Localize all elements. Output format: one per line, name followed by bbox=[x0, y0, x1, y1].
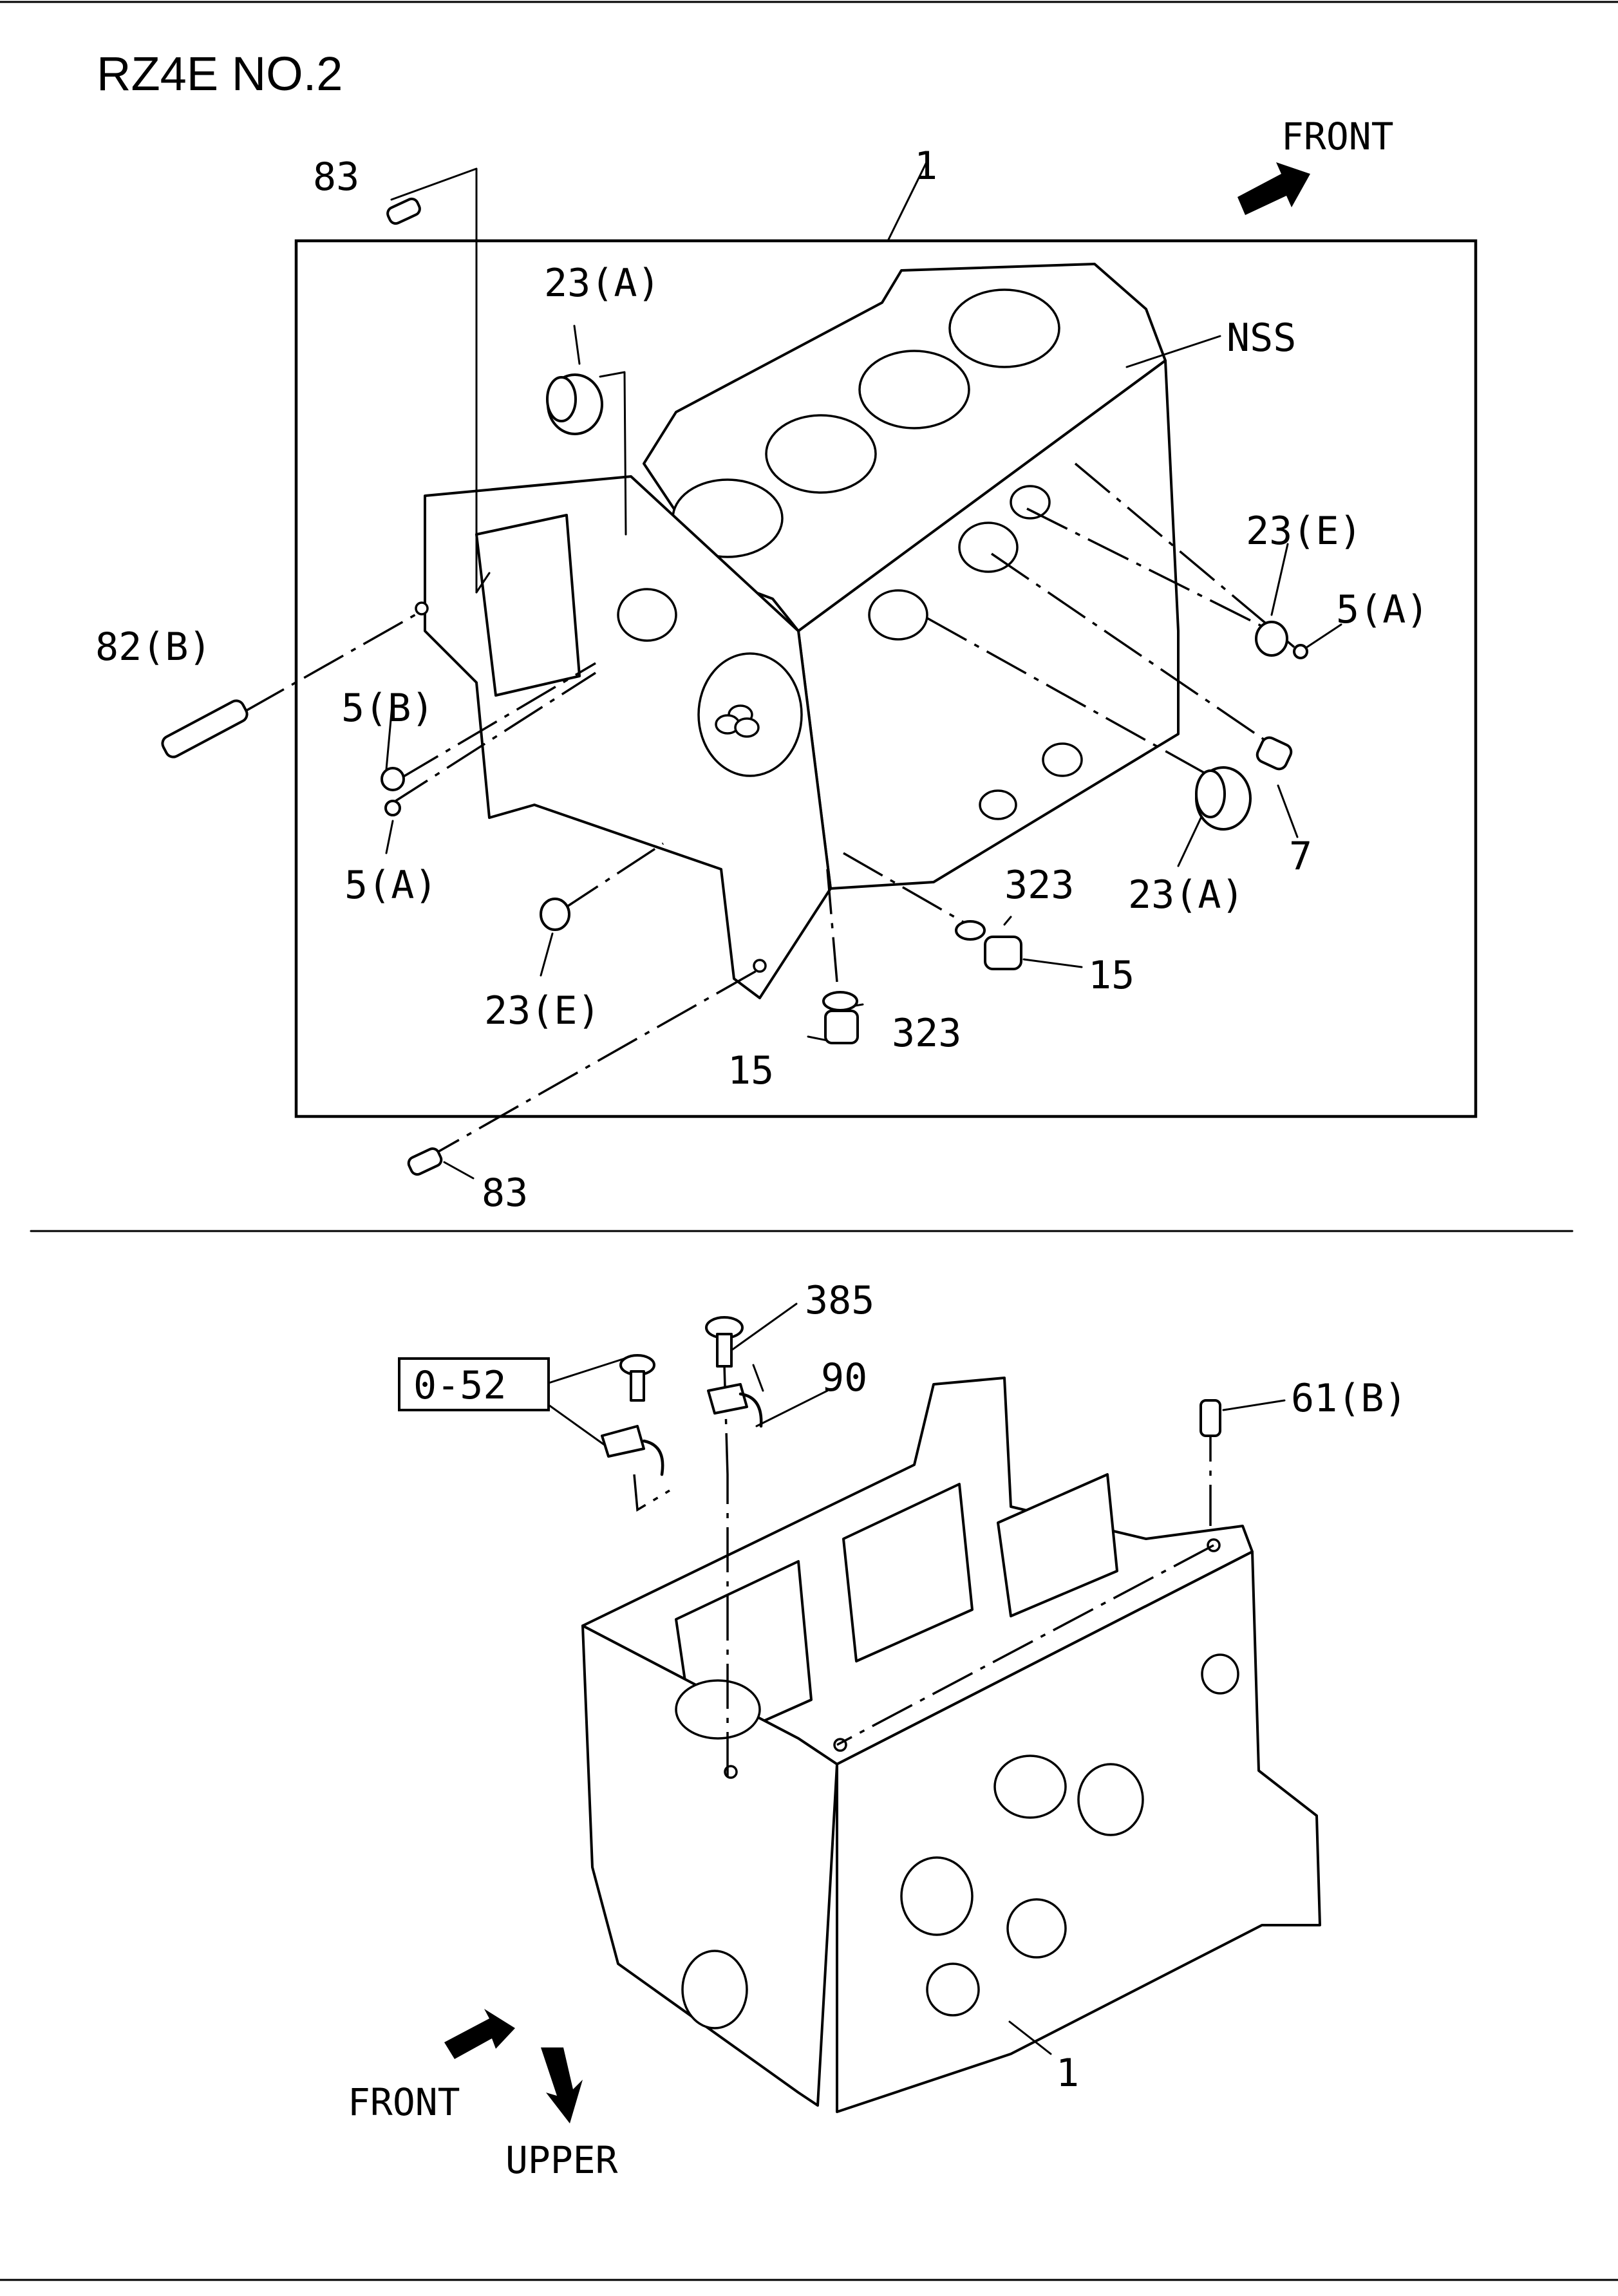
callout-15-right: 15 bbox=[1088, 953, 1134, 998]
side-port-3 bbox=[1010, 485, 1051, 520]
upper-arrow-icon bbox=[541, 2047, 583, 2123]
callout-1-top: 1 bbox=[914, 144, 937, 189]
bolt-385 bbox=[705, 1316, 744, 1368]
callout-5a-right: 5(A) bbox=[1336, 587, 1429, 632]
callout-61b: 61(B) bbox=[1291, 1376, 1407, 1421]
callout-23e-right: 23(E) bbox=[1246, 509, 1362, 554]
front-label-top: FRONT bbox=[1281, 115, 1394, 158]
ref-box-0-52[interactable] bbox=[398, 1357, 550, 1411]
callout-90: 90 bbox=[821, 1355, 867, 1400]
fitting-7 bbox=[1256, 736, 1293, 771]
ref-box-label: 0-52 bbox=[413, 1363, 507, 1408]
wall-port-4 bbox=[900, 1856, 974, 1936]
washer-323-right bbox=[955, 920, 986, 941]
dowel-pin-83-bottom bbox=[407, 1147, 443, 1176]
assembly-frame bbox=[294, 239, 1478, 1118]
callout-1-bottom: 1 bbox=[1056, 2051, 1079, 2096]
plug-15-right bbox=[984, 936, 1022, 970]
front-flange-opening bbox=[475, 514, 581, 697]
callout-82b: 82(B) bbox=[95, 625, 212, 670]
callout-83-top: 83 bbox=[313, 155, 359, 200]
bottom-view: 0-52 385 90 61(B) 1 FRONT UPPER bbox=[348, 1278, 1407, 2182]
front-arrow-icon bbox=[1237, 162, 1310, 215]
bore-4 bbox=[948, 288, 1060, 368]
plug-23a-top bbox=[546, 373, 603, 435]
upper-label: UPPER bbox=[505, 2138, 618, 2182]
callout-5a-left: 5(A) bbox=[344, 863, 438, 908]
callout-5b: 5(B) bbox=[341, 686, 435, 731]
washer-5a-right bbox=[1293, 644, 1308, 659]
main-bay-2 bbox=[842, 1483, 974, 1662]
ref-assembly-0-52-parts bbox=[601, 1354, 664, 1476]
wall-port-3 bbox=[1006, 1898, 1067, 1959]
main-bay-3 bbox=[997, 1473, 1118, 1617]
washer-5a-left bbox=[384, 800, 401, 816]
front-arrow-icon-bottom bbox=[444, 2009, 515, 2059]
callout-23a-top: 23(A) bbox=[544, 261, 661, 306]
page-title: RZ4E NO.2 bbox=[97, 47, 343, 100]
front-label-bottom: FRONT bbox=[348, 2080, 460, 2124]
bore-2 bbox=[765, 414, 877, 494]
end-port bbox=[681, 1950, 748, 2029]
wall-port-6 bbox=[1201, 1653, 1239, 1695]
plug-23a-right bbox=[1195, 766, 1252, 831]
callout-23e-bottom: 23(E) bbox=[484, 988, 601, 1033]
callout-385: 385 bbox=[805, 1278, 874, 1323]
plug-23e-right bbox=[1255, 621, 1288, 657]
side-port-1 bbox=[868, 589, 928, 641]
cylinder-block-bottom bbox=[581, 1377, 1321, 2113]
nozzle-90 bbox=[707, 1383, 763, 1428]
callout-23a-right: 23(A) bbox=[1128, 872, 1245, 917]
callout-323-right: 323 bbox=[1004, 863, 1074, 908]
washer-5b bbox=[381, 767, 405, 791]
plug-15-bottom bbox=[824, 1010, 859, 1044]
cylinder-block-top bbox=[415, 263, 1180, 999]
bore-3 bbox=[858, 350, 970, 429]
side-port-5 bbox=[979, 789, 1017, 820]
callout-83-bottom: 83 bbox=[482, 1171, 528, 1216]
washer-323-bottom bbox=[822, 991, 858, 1012]
stud-82b bbox=[161, 699, 249, 758]
dowel-pin-83-top bbox=[386, 197, 421, 225]
left-end-face bbox=[581, 1624, 838, 2107]
side-port-4 bbox=[1042, 742, 1083, 777]
wall-port-2 bbox=[1077, 1763, 1144, 1836]
side-port-2 bbox=[958, 522, 1019, 573]
wall-port-5 bbox=[926, 1962, 980, 2017]
callout-15-bottom: 15 bbox=[728, 1048, 774, 1093]
callout-nss: NSS bbox=[1227, 315, 1296, 361]
top-view: FRONT bbox=[95, 115, 1478, 1216]
callout-7: 7 bbox=[1289, 834, 1312, 879]
wall-port-1 bbox=[993, 1755, 1067, 1819]
callout-323-bottom: 323 bbox=[892, 1011, 961, 1056]
front-port bbox=[617, 588, 677, 642]
plug-23e-bottom bbox=[540, 898, 570, 931]
crank-bore bbox=[675, 1679, 761, 1740]
dowel-pin-61b bbox=[1199, 1399, 1221, 1437]
